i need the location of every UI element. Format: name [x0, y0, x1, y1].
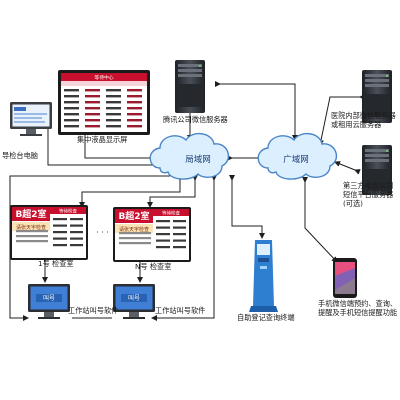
lcd-queue-cell	[106, 125, 121, 128]
lcd-queue-cell	[64, 125, 79, 128]
lcd-queue-cell	[127, 125, 142, 128]
queue-row-status	[173, 239, 186, 242]
lcd-queue-grid	[64, 89, 142, 128]
guide-pc-label: 导检台电脑	[2, 151, 38, 160]
queue-row-name	[156, 233, 170, 236]
roomN-label: N号 检查室	[135, 262, 172, 271]
tencent-server-label: 腾讯公司微信服务器	[163, 115, 228, 124]
self-service-kiosk	[249, 240, 278, 312]
wan-cloud	[257, 133, 338, 180]
queue-row-name	[156, 239, 170, 242]
called-row	[119, 237, 151, 240]
room-panel-1	[10, 205, 88, 260]
workstation-pc-2	[113, 284, 155, 319]
phone-label: 手机微信端预约、查询、提醒及手机短信提醒功能	[318, 299, 398, 317]
queue-row-status	[70, 244, 83, 247]
lcd-queue-cell	[106, 101, 121, 104]
roomN-status: 请张天宇检查	[119, 226, 149, 233]
lcd-header-text: 等待中心	[94, 74, 113, 81]
called-row	[119, 232, 151, 235]
queue-row-name	[53, 224, 67, 227]
queue-row-status	[70, 224, 83, 227]
queue-row-name	[53, 244, 67, 247]
lan-label: 局域网	[185, 154, 211, 165]
queue-row-status	[173, 226, 186, 229]
lcd-queue-cell	[106, 113, 121, 116]
telecom-server-label: 第三方电信公司短信平台服务器(可选)	[343, 181, 394, 208]
caller-software-label-1: 工作站叫号软件	[68, 306, 119, 315]
lcd-queue-cell	[85, 101, 100, 104]
lcd-queue-cell	[106, 95, 121, 98]
queue-row-status	[70, 231, 83, 234]
lcd-queue-cell	[85, 107, 100, 110]
lcd-queue-cell	[127, 119, 142, 122]
kiosk-label: 自助登记查询终端	[237, 313, 295, 322]
queue-row-name	[53, 237, 67, 240]
queue-row-status	[70, 218, 83, 221]
ellipsis: · · ·	[96, 228, 109, 237]
lcd-queue-cell	[85, 119, 100, 122]
queue-row-name	[53, 231, 67, 234]
queue-row-status	[70, 237, 83, 240]
room1-queue-title: 等待检查	[59, 208, 77, 215]
workstation-pc-1	[28, 284, 70, 319]
hospital-server	[362, 70, 392, 123]
telecom-server	[362, 145, 392, 195]
lcd-queue-cell	[64, 89, 79, 92]
lcd-queue-cell	[85, 95, 100, 98]
queue-row-status	[173, 220, 186, 223]
lcd-queue-cell	[127, 113, 142, 116]
room1-label: 1号 检查室	[38, 259, 74, 268]
room1-name: B超2室	[15, 208, 46, 220]
called-row	[16, 235, 48, 238]
pc2-screen-text: 叫号	[128, 294, 140, 302]
queue-row-name	[156, 220, 170, 223]
queue-row-status	[173, 233, 186, 236]
lcd-queue-cell	[85, 125, 100, 128]
called-row	[16, 240, 48, 243]
lcd-queue-cell	[64, 95, 79, 98]
lcd-queue-cell	[64, 101, 79, 104]
queue-row-status	[173, 246, 186, 249]
lcd-queue-cell	[127, 101, 142, 104]
called-row	[16, 230, 48, 233]
caller-software-label-2: 工作站叫号软件	[155, 306, 206, 315]
lcd-queue-cell	[64, 113, 79, 116]
room1-status: 请张天宇检查	[16, 224, 46, 231]
lcd-queue-cell	[106, 89, 121, 92]
queue-row-name	[53, 218, 67, 221]
lcd-queue-cell	[127, 95, 142, 98]
lcd-screen-label: 集中液晶显示屏	[77, 135, 128, 144]
room-panel-n	[113, 207, 191, 262]
lcd-queue-cell	[127, 107, 142, 110]
lan-cloud	[149, 133, 230, 180]
wan-label: 广域网	[283, 154, 309, 165]
queue-row-name	[156, 226, 170, 229]
room1-queue-rows	[16, 218, 83, 247]
roomN-queue-title: 等待检查	[162, 210, 180, 217]
lcd-queue-cell	[85, 89, 100, 92]
roomN-name: B超2室	[118, 210, 149, 222]
queue-row-name	[156, 246, 170, 249]
lcd-queue-cell	[127, 89, 142, 92]
pc1-screen-text: 叫号	[43, 294, 55, 302]
lcd-queue-cell	[106, 107, 121, 110]
lcd-queue-cell	[85, 113, 100, 116]
lcd-queue-cell	[106, 119, 121, 122]
connection-lines	[9, 81, 365, 321]
guide-desk-pc	[10, 102, 52, 136]
roomN-queue-rows	[119, 220, 186, 249]
called-row	[119, 242, 151, 245]
tencent-server	[175, 60, 205, 113]
mobile-phone	[333, 258, 357, 298]
lcd-queue-cell	[64, 107, 79, 110]
lcd-queue-cell	[64, 119, 79, 122]
hospital-server-label: 医院内部微信服务器或租用云服务器	[331, 111, 396, 129]
